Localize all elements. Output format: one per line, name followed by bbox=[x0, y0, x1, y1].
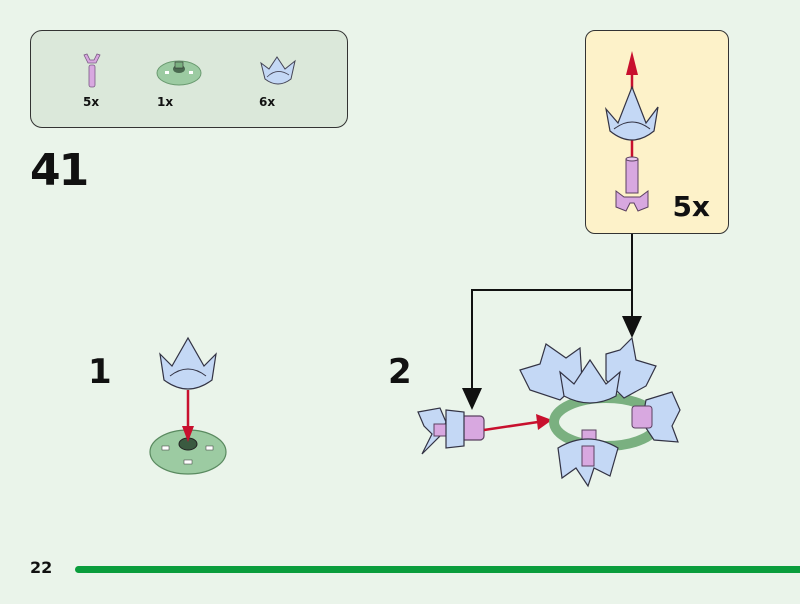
connector-line bbox=[471, 234, 633, 390]
part-qty: 5x bbox=[83, 95, 100, 109]
page-number: 22 bbox=[30, 558, 53, 577]
part-qty: 1x bbox=[157, 95, 174, 109]
red-arrow-head bbox=[182, 426, 194, 442]
sub-assembly-callout: 5x bbox=[585, 30, 729, 234]
progress-bar-fill bbox=[75, 566, 800, 573]
arrow-down-icon bbox=[622, 316, 642, 338]
step-number: 41 bbox=[30, 145, 89, 196]
parts-list-box: 5x 1x 6x bbox=[30, 30, 348, 128]
substep-1-illustration bbox=[149, 336, 227, 475]
substep-number: 1 bbox=[88, 352, 112, 392]
substep-2-illustration bbox=[417, 336, 681, 488]
callout-quantity: 5x bbox=[672, 190, 710, 223]
blue-flower-cup-icon bbox=[260, 56, 296, 85]
red-arrow-head bbox=[626, 51, 638, 75]
progress-bar bbox=[75, 566, 800, 573]
green-round-plate-icon bbox=[156, 60, 202, 86]
substep-number: 2 bbox=[388, 352, 412, 392]
part-qty: 6x bbox=[259, 95, 276, 109]
callout-assembly-illustration bbox=[605, 51, 659, 212]
pink-bar-clip-icon bbox=[83, 53, 101, 88]
arrow-down-icon bbox=[462, 388, 482, 410]
red-arrow-head bbox=[536, 414, 552, 430]
